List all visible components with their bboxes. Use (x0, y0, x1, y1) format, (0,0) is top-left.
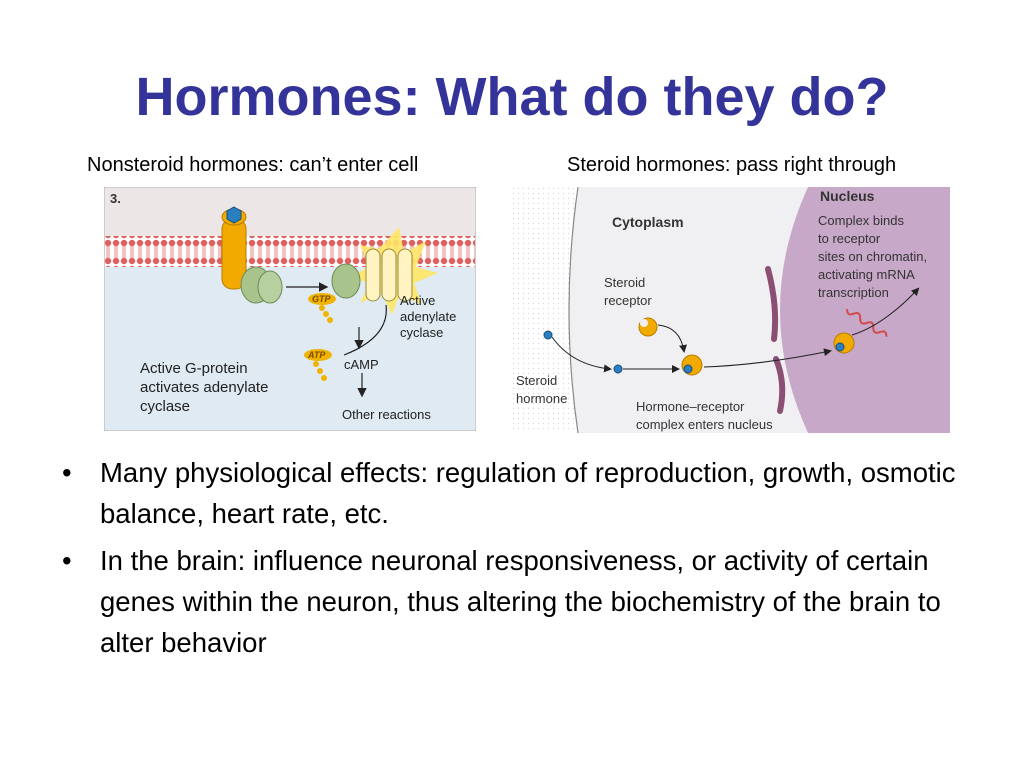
gprotein-caption-1: Active G-protein (140, 360, 248, 377)
nonsteroid-diagram: 3. GTP (104, 187, 476, 431)
hormone-icon (226, 206, 242, 224)
enzyme-label-2: adenylate (400, 309, 456, 324)
bullet-text: In the brain: influence neuronal respons… (100, 545, 941, 658)
bullet-glyph: • (62, 545, 72, 576)
extracellular-space (105, 188, 475, 236)
enters-label-1: Hormone–receptor (636, 399, 745, 414)
camp-label: cAMP (344, 357, 379, 372)
complex-label-5: transcription (818, 285, 889, 300)
atp-to-camp-curve (343, 304, 387, 356)
enzyme-label-1: Active (400, 293, 435, 308)
atp-icon (304, 349, 332, 381)
bullet-glyph: • (62, 457, 72, 488)
complex-label-1: Complex binds (818, 213, 904, 228)
enters-label-2: complex enters nucleus (636, 417, 773, 432)
nuclear-envelope-lower (773, 356, 786, 414)
slide-title: Hormones: What do they do? (135, 67, 889, 127)
hormone-outside-icon (543, 330, 553, 340)
hormone-label-1: Steroid (516, 373, 557, 388)
dna-icon (846, 309, 888, 337)
atp-label: ATP (307, 350, 326, 360)
receptor-arrow (657, 324, 687, 353)
nucleus-area (780, 187, 950, 433)
steroid-diagram-svg: Cytoplasm Nucleus Complex binds to recep… (512, 187, 950, 433)
caption-steroid: Steroid hormones: pass right through (567, 154, 897, 176)
bullet-list: • Many physiological effects: regulation… (62, 452, 962, 669)
gtp-label: GTP (312, 294, 331, 304)
gprotein-caption-3: cyclase (140, 398, 190, 415)
gprotein-caption-2: activates adenylate (140, 379, 268, 396)
nuclear-envelope-upper (765, 266, 779, 342)
nuclear-complex-icon (833, 332, 855, 354)
bullet-text: Many physiological effects: regulation o… (100, 457, 956, 529)
complex-label-2: to receptor (818, 231, 881, 246)
nucleus-label: Nucleus (820, 188, 875, 204)
enzyme-label-3: cyclase (400, 325, 443, 340)
adenylate-cyclase-icon (331, 227, 438, 315)
nonsteroid-diagram-svg: 3. GTP (104, 187, 476, 431)
hormone-receptor-complex-icon (681, 354, 703, 376)
panel-number: 3. (110, 191, 121, 206)
caption-nonsteroid: Nonsteroid hormones: can’t enter cell (87, 154, 419, 176)
steroid-diagram: Cytoplasm Nucleus Complex binds to recep… (512, 187, 950, 433)
gtp-icon (308, 293, 336, 323)
plasma-membrane (568, 187, 579, 433)
complex-label-3: sites on chromatin, (818, 249, 927, 264)
hormone-entry-arrow (551, 336, 612, 373)
other-reactions-label: Other reactions (342, 407, 431, 422)
hormone-label-2: hormone (516, 391, 567, 406)
steroid-receptor-icon (638, 317, 658, 337)
bullet-item: • Many physiological effects: regulation… (62, 452, 962, 534)
g-protein-icon (240, 266, 283, 304)
complex-label-4: activating mRNA (818, 267, 915, 282)
transcription-arrow (851, 287, 920, 336)
cytoplasm-label: Cytoplasm (612, 214, 684, 230)
complex-to-nucleus-arrow (703, 348, 832, 368)
receptor-label-1: Steroid (604, 275, 645, 290)
bullet-item: • In the brain: influence neuronal respo… (62, 540, 962, 663)
receptor-label-2: receptor (604, 293, 652, 308)
hormone-inside-icon (613, 364, 623, 374)
